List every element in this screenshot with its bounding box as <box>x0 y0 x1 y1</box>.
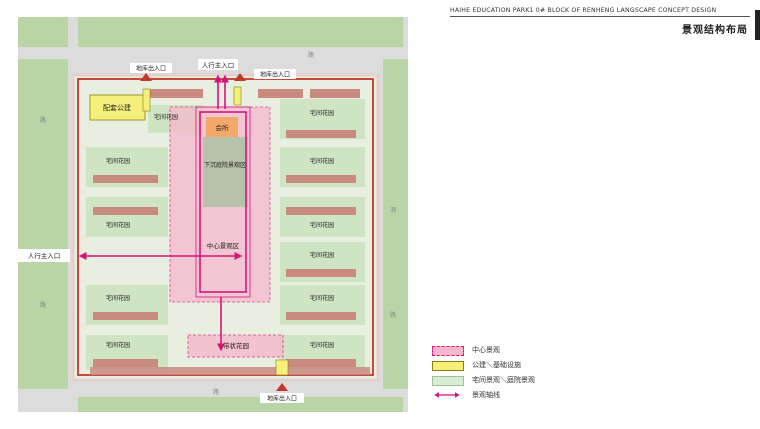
pedestrian-entrance-top: 人行主入口 <box>202 61 235 70</box>
site-plan: 地库出入口 人行主入口 地库出入口 人行主入口 地库出入口 配套公建 会所 下沉… <box>18 17 408 412</box>
garden-label-top-left: 宅间花园 <box>154 113 178 121</box>
clubhouse <box>206 117 238 137</box>
garden-right-1 <box>280 99 365 139</box>
block-top-left <box>18 17 68 47</box>
garden-left-3 <box>86 285 168 325</box>
garage-entrance-top-right: 地库出入口 <box>260 71 290 79</box>
pedestrian-label-box-top <box>198 59 238 70</box>
garden-label-right-6: 宅间花园 <box>310 341 334 349</box>
sunken-courtyard-label: 下沉庭院景观区 <box>204 161 246 169</box>
garden-right-2 <box>280 147 365 187</box>
belt-garden-zone <box>187 334 284 358</box>
road-label-right-b: 路 <box>390 311 396 319</box>
axis-frame <box>199 111 247 293</box>
garden-right-5 <box>280 285 365 325</box>
garden-label-left-3: 宅间花园 <box>106 294 130 302</box>
header-accent-bar <box>755 10 760 40</box>
garden-right-6 <box>280 335 365 370</box>
legend-axis-arrow-icon <box>434 392 460 398</box>
sunken-courtyard <box>203 137 248 207</box>
public-building-label: 配套公建 <box>103 103 131 112</box>
axis-frame-outer <box>195 106 251 298</box>
road-label-left-b: 路 <box>40 301 46 309</box>
legend-swatch-public <box>432 361 464 371</box>
page-title: 景观结构布局 <box>682 25 748 36</box>
garden-label-right-5: 宅间花园 <box>310 294 334 302</box>
belt-garden-label: 带状花园 <box>223 341 249 350</box>
garage-label-box-top-left <box>130 63 172 73</box>
infrastructure-top-right <box>233 86 242 106</box>
block-left <box>18 59 68 389</box>
garden-left-2 <box>86 197 168 237</box>
garden-left-1 <box>86 147 168 187</box>
garden-left-4 <box>86 335 168 370</box>
road-label-right: 洞 <box>390 206 396 214</box>
building-top-2 <box>258 89 303 98</box>
central-landscape-label: 中心景观区 <box>207 241 240 250</box>
legend-label: 中心景观 <box>472 346 500 354</box>
block-top-middle <box>78 17 403 47</box>
legend-label: 景观轴线 <box>472 391 500 399</box>
road-label-top: 路 <box>308 51 314 59</box>
block-right <box>383 59 408 389</box>
header-divider <box>450 16 750 17</box>
garden-label-right-4: 宅间花园 <box>310 251 334 259</box>
pedestrian-label-box-left <box>18 249 70 262</box>
building-top-1 <box>148 89 203 98</box>
building-bottom-1 <box>90 367 370 375</box>
garage-entrance-bottom: 地库出入口 <box>267 395 297 403</box>
garage-marker-bottom <box>276 383 288 391</box>
clubhouse-label: 会所 <box>216 123 230 132</box>
garden-label-left-4: 宅间花园 <box>106 341 130 349</box>
legend-label: 公建＼基础设施 <box>472 361 521 369</box>
garage-entrance-top-left: 地库出入口 <box>136 65 166 73</box>
garage-marker-top-right <box>234 73 246 81</box>
garden-label-right-3: 宅间花园 <box>310 221 334 229</box>
public-building <box>89 94 146 121</box>
garage-label-box-bottom <box>260 393 304 403</box>
legend-swatch-central <box>432 346 464 356</box>
infrastructure-bottom <box>275 359 289 376</box>
garden-label-left-2: 宅间花园 <box>106 221 130 229</box>
road-label-bottom: 路 <box>213 388 219 396</box>
building-top-3 <box>310 89 360 98</box>
project-title: HAIHE EDUCATION PARK1 0# BLOCK OF RENHEN… <box>450 7 717 14</box>
garden-label-right-1: 宅间花园 <box>310 109 334 117</box>
garage-marker-top-left <box>140 73 152 81</box>
pedestrian-entrance-left: 人行主入口 <box>28 251 61 260</box>
garage-label-box-top-right <box>254 69 296 79</box>
road-label-left-a: 路 <box>40 116 46 124</box>
legend-swatch-garden <box>432 376 464 386</box>
block-bottom <box>78 397 403 412</box>
garden-right-3 <box>280 197 365 237</box>
garden-label-left-1: 宅间花园 <box>106 157 130 165</box>
garden-right-4 <box>280 242 365 282</box>
infrastructure-top <box>142 88 151 112</box>
garden-label-right-2: 宅间花园 <box>310 157 334 165</box>
legend-label: 宅间景观＼庭院景观 <box>472 376 535 384</box>
